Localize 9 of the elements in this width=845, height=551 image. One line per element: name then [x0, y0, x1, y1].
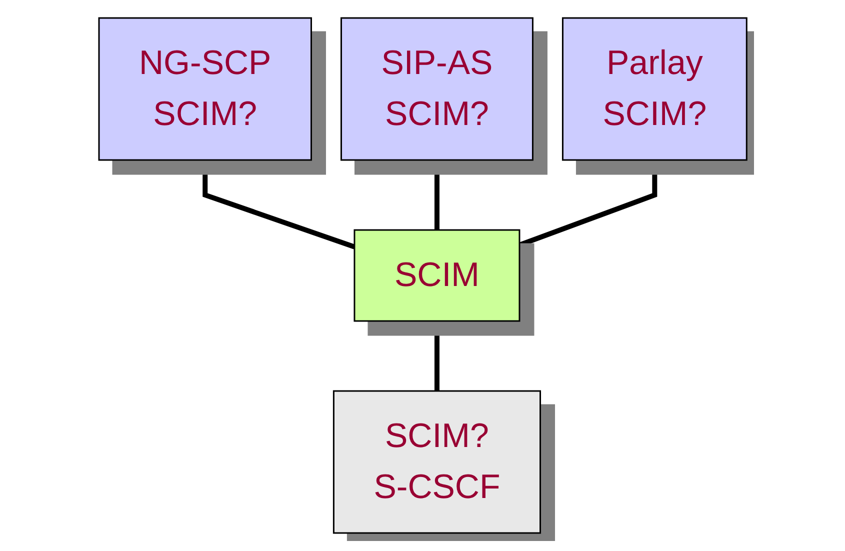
- connector: [434, 160, 440, 230]
- node-box: NG-SCP SCIM?: [98, 17, 312, 161]
- connector: [434, 321, 440, 391]
- node-box: SCIM: [353, 229, 520, 322]
- node-box: Parlay SCIM?: [562, 17, 748, 161]
- node-box: SCIM? S-CSCF: [332, 390, 541, 534]
- node-box: SIP-AS SCIM?: [340, 17, 534, 161]
- connector: [202, 160, 355, 250]
- connector: [518, 160, 657, 248]
